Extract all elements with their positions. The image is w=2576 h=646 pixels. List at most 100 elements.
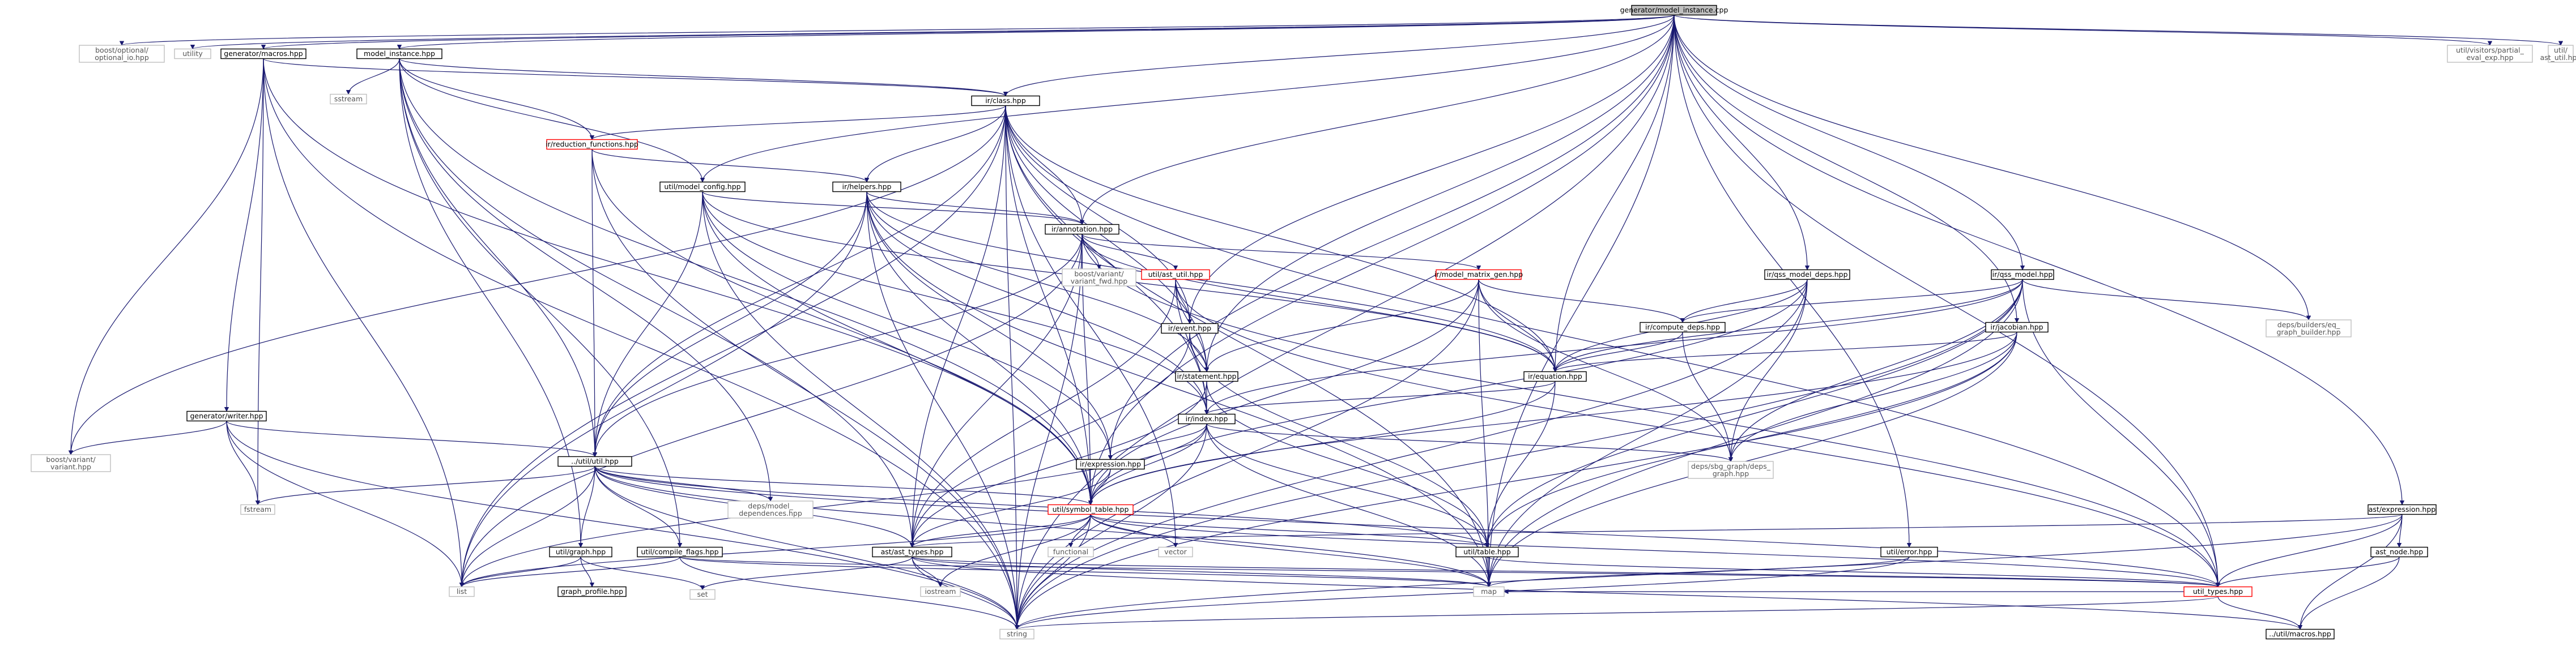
edge-util-util-to-graph <box>578 466 595 548</box>
edge-index-to-list <box>459 423 1207 588</box>
node-table[interactable]: util/table.hpp <box>1455 546 1519 558</box>
node-functional[interactable]: functional <box>1048 546 1094 558</box>
edge-table-to-util-types <box>1487 556 2220 588</box>
node-symbol-table[interactable]: util/symbol_table.hpp <box>1048 504 1134 515</box>
node-box <box>727 500 814 519</box>
node-set[interactable]: set <box>689 589 716 600</box>
node-label: model_instance.hpp <box>364 49 435 58</box>
edge-jacobian-to-sbg-deps <box>1728 332 2017 462</box>
node-compute-deps[interactable]: ir/compute_deps.hpp <box>1640 322 1726 333</box>
edge-helpers-to-util-util <box>592 191 867 457</box>
node-layer: generator/model_instance.cpp boost/option… <box>31 5 2576 640</box>
node-box <box>2548 45 2574 63</box>
node-error[interactable]: util/error.hpp <box>1880 546 1938 558</box>
node-vector[interactable]: vector <box>1158 546 1193 558</box>
node-label: ir/index.hpp <box>1186 414 1228 423</box>
edge-root-to-ir-expression <box>1108 15 1675 460</box>
edge-util-types-to-string <box>1015 596 2219 630</box>
edge-mmgen-to-statement <box>1204 279 1479 373</box>
edge-graph-to-list <box>459 557 581 588</box>
node-statement[interactable]: ir/statement.hpp <box>1175 371 1238 382</box>
edge-symbol-table-to-table <box>1090 514 1489 548</box>
node-model-config[interactable]: util/model_config.hpp <box>659 181 746 192</box>
node-partial-eval[interactable]: util/visitors/partial_eval_exp.hpp <box>2447 45 2533 63</box>
node-sbg-builder[interactable]: deps/builders/eq_graph_builder.hpp <box>2266 319 2352 337</box>
edge-symbol-table-to-util-types <box>1090 514 2220 588</box>
node-helpers[interactable]: ir/helpers.hpp <box>832 181 901 192</box>
edge-ir-ast-util-to-ast-types <box>909 279 1176 548</box>
node-iostream[interactable]: iostream <box>920 586 961 597</box>
node-ir-expression[interactable]: ir/expression.hpp <box>1076 459 1145 470</box>
node-graph[interactable]: util/graph.hpp <box>549 546 612 558</box>
node-index[interactable]: ir/index.hpp <box>1178 413 1236 425</box>
node-qss-model-deps[interactable]: ir/qss_model_deps.hpp <box>1764 269 1850 280</box>
node-class[interactable]: ir/class.hpp <box>971 95 1040 106</box>
node-label: fstream <box>244 505 271 514</box>
edge-util-util-to-model-dependences <box>594 466 773 502</box>
edge-model-config-to-symbol-table <box>702 191 1093 506</box>
edge-annotation-to-util-types <box>1082 234 2221 588</box>
edge-model-instance-to-symbol-table <box>399 58 1093 506</box>
edge-root-to-ast-expression <box>1674 15 2405 506</box>
edge-helpers-to-list <box>459 191 867 588</box>
node-label: optional_io.hpp <box>95 53 149 62</box>
node-event[interactable]: ir/event.hpp <box>1161 323 1219 334</box>
edge-root-to-util-types <box>1674 15 2221 588</box>
node-map[interactable]: map <box>1473 586 1505 597</box>
edge-writer-to-fstream <box>226 421 261 506</box>
edge-class-to-symbol-table <box>1005 105 1093 506</box>
node-model-dependences[interactable]: deps/model_dependences.hpp <box>727 500 814 519</box>
node-ast-types[interactable]: ast/ast_types.hpp <box>872 546 952 558</box>
node-reduction[interactable]: ir/reduction_functions.hpp <box>546 139 638 150</box>
node-jacobian[interactable]: ir/jacobian.hpp <box>1985 322 2049 333</box>
node-sbg-deps[interactable]: deps/sbg_graph/deps_graph.hpp <box>1688 461 1774 479</box>
node-util-macros[interactable]: ../util/macros.hpp <box>2266 628 2335 640</box>
node-label: variant_fwd.hpp <box>1071 277 1128 285</box>
node-root[interactable]: generator/model_instance.cpp <box>1620 5 1728 16</box>
node-mmgen[interactable]: ir/model_matrix_gen.hpp <box>1434 269 1523 280</box>
node-ast-node[interactable]: ast_node.hpp <box>2370 546 2428 558</box>
edge-annotation-to-equation <box>1082 234 1558 373</box>
node-model-instance[interactable]: model_instance.hpp <box>356 48 442 59</box>
node-fstream[interactable]: fstream <box>240 504 275 515</box>
node-box <box>549 546 612 558</box>
node-qss-model[interactable]: ir/qss_model.hpp <box>1991 269 2054 280</box>
node-opt[interactable]: boost/optional/optional_io.hpp <box>79 45 165 63</box>
edge-jacobian-to-map <box>1486 332 2017 588</box>
node-box <box>2447 45 2533 63</box>
node-compile-flags[interactable]: util/compile_flags.hpp <box>637 546 723 558</box>
node-util-util[interactable]: ../util/util.hpp <box>557 456 632 467</box>
node-ir-ast-util[interactable]: util/ast_util.hpp <box>1141 269 1210 280</box>
node-label: generator/writer.hpp <box>190 412 263 420</box>
node-box <box>1985 322 2049 333</box>
edge-class-to-ast-types <box>909 105 1006 548</box>
node-variant-fwd[interactable]: boost/variant/variant_fwd.hpp <box>1062 268 1136 286</box>
edge-ast-types-to-util-macros <box>912 557 2302 630</box>
node-label: util/compile_flags.hpp <box>641 547 718 556</box>
node-variant[interactable]: boost/variant/variant.hpp <box>31 454 111 472</box>
node-string[interactable]: string <box>999 628 1034 640</box>
node-sstream[interactable]: sstream <box>330 93 367 105</box>
edge-ast-expression-to-string <box>1015 514 2403 630</box>
node-box <box>1141 269 1210 280</box>
node-box <box>1161 323 1219 334</box>
node-list[interactable]: list <box>449 586 475 597</box>
node-label: ir/annotation.hpp <box>1051 225 1113 233</box>
node-box <box>872 546 952 558</box>
node-graph-profile[interactable]: graph_profile.hpp <box>557 586 627 597</box>
edge-model-instance-to-util-util <box>399 58 598 457</box>
node-annotation[interactable]: ir/annotation.hpp <box>1045 224 1119 235</box>
edge-util-types-to-util-macros <box>2217 596 2303 630</box>
edge-writer-to-list <box>226 421 465 588</box>
edge-gen-macros-to-variant <box>68 58 264 455</box>
node-util-types[interactable]: util_types.hpp <box>2183 586 2253 597</box>
node-gen-macros[interactable]: generator/macros.hpp <box>220 48 306 59</box>
node-label: utility <box>182 49 203 58</box>
node-ast-util-top[interactable]: util/ast_util.hpp <box>2540 45 2576 63</box>
node-equation[interactable]: ir/equation.hpp <box>1523 371 1587 382</box>
node-label: ../util/util.hpp <box>571 457 619 465</box>
node-ast-expression[interactable]: ast/expression.hpp <box>2368 504 2437 515</box>
node-writer[interactable]: generator/writer.hpp <box>186 410 267 422</box>
node-utility[interactable]: utility <box>174 48 211 59</box>
edge-ast-types-to-util-types <box>912 556 2220 588</box>
